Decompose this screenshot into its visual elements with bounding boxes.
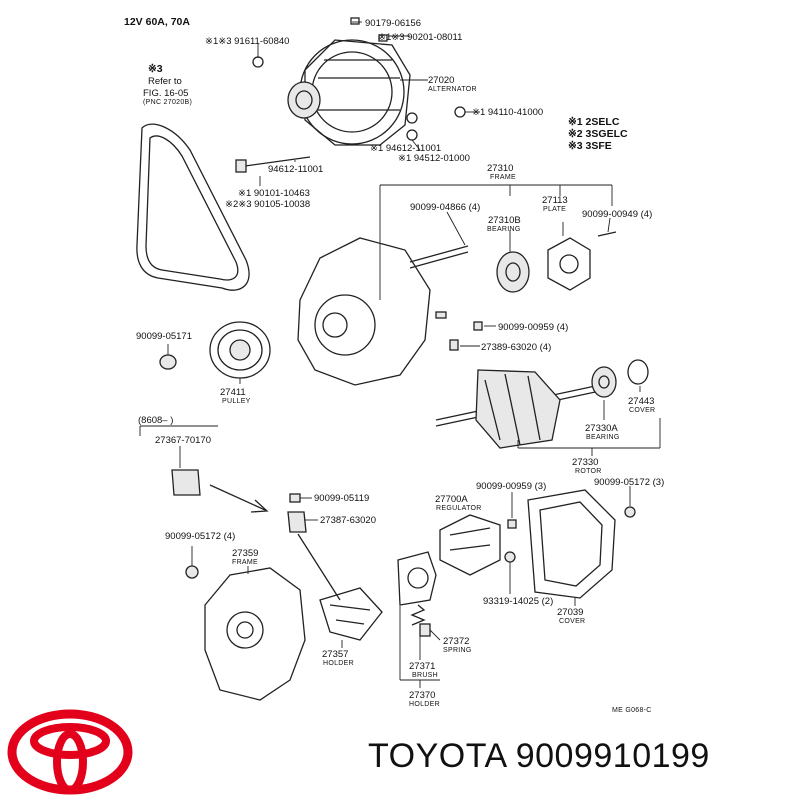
label-27357-name: HOLDER xyxy=(323,660,354,667)
label-27310-num: 27310 xyxy=(487,163,513,174)
label-27113-name: PLATE xyxy=(543,206,566,213)
label-90099-00949: 90099-00949 (4) xyxy=(582,209,652,220)
label-90099-05119: 90099-05119 xyxy=(314,493,369,504)
legend-item-1: ※1 2SELC xyxy=(568,116,620,128)
label-27370-num: 27370 xyxy=(409,690,435,701)
rear-cover-drawing xyxy=(527,486,636,606)
label-94612-11001-a: ※1 94612-11001 xyxy=(370,143,441,154)
label-27359-num: 27359 xyxy=(232,548,258,559)
top-leader-lines xyxy=(257,21,480,186)
label-90099-04866: 90099-04866 (4) xyxy=(410,202,480,213)
label-27359-name: FRAME xyxy=(232,559,258,566)
footer-caption: TOYOTA 9009910199 xyxy=(368,737,710,776)
label-27330-name: ROTOR xyxy=(575,468,602,475)
label-94612-11001-b: 94612-11001 xyxy=(268,164,323,175)
label-27330A-num: 27330A xyxy=(585,423,618,434)
figure-code: ME G068-C xyxy=(612,707,652,714)
label-27020-num: 27020 xyxy=(428,75,454,86)
label-93319-14025: 93319-14025 (2) xyxy=(483,596,553,607)
label-90101-10463: ※1 90101-10463 xyxy=(238,188,310,199)
rotor-bracket xyxy=(517,418,661,456)
label-91611-60840: ※1※3 91611-60840 xyxy=(205,36,289,47)
label-90099-00959-3: 90099-00959 (3) xyxy=(476,481,546,492)
label-90099-05171: 90099-05171 xyxy=(136,331,192,342)
alternator-assembly-drawing xyxy=(235,17,466,173)
label-27389-63020: 27389-63020 (4) xyxy=(481,342,551,353)
brush-holder-27370-drawing xyxy=(397,551,441,660)
label-27310B-num: 27310B xyxy=(488,215,521,226)
label-27700A-num: 27700A xyxy=(435,494,468,505)
label-27387-63020: 27387-63020 xyxy=(320,515,376,526)
label-27443-num: 27443 xyxy=(628,396,654,407)
label-90179-06156: 90179-06156 xyxy=(365,18,421,29)
label-27372-num: 27372 xyxy=(443,636,469,647)
label-27411-num: 27411 xyxy=(220,387,246,398)
label-94110-41000: ※1 94110-41000 xyxy=(472,107,543,118)
note-line-4: (PNC 27020B) xyxy=(143,99,192,106)
label-90099-05172-4: 90099-05172 (4) xyxy=(165,531,235,542)
label-90099-00959-4: 90099-00959 (4) xyxy=(498,322,568,333)
label-27020-name: ALTERNATOR xyxy=(428,86,477,93)
toyota-logo-icon xyxy=(7,709,133,795)
label-27357-num: 27357 xyxy=(322,649,348,660)
insulator-drawing xyxy=(139,425,269,513)
part-number: 9009910199 xyxy=(515,737,710,775)
label-27367-70170: 27367-70170 xyxy=(155,435,211,446)
label-27310-name: FRAME xyxy=(490,174,516,181)
holder-terminal-drawing xyxy=(287,493,341,601)
note-line-3: FIG. 16-05 xyxy=(143,88,188,99)
rear-frame-drawing xyxy=(185,546,306,701)
label-27330A-name: BEARING xyxy=(586,434,620,441)
note-line-1: ※3 xyxy=(148,63,163,75)
label-90099-05172-3: 90099-05172 (3) xyxy=(594,477,664,488)
drive-belt-drawing xyxy=(136,123,250,291)
label-27371-num: 27371 xyxy=(409,661,435,672)
label-94512-01000: ※1 94512-01000 xyxy=(398,153,470,164)
label-27113-num: 27113 xyxy=(542,195,568,206)
label-27310B-name: BEARING xyxy=(487,226,521,233)
label-27330-num: 27330 xyxy=(572,457,598,468)
rotor-drawing xyxy=(435,359,649,449)
frame-leader-lines xyxy=(446,211,611,347)
label-90201-08011: ※1※3 90201-08011 xyxy=(378,32,462,43)
label-27411-name: PULLEY xyxy=(222,398,251,405)
label-27443-name: COVER xyxy=(629,407,655,414)
brand-name: TOYOTA xyxy=(368,737,506,775)
brush-holder-27357-drawing xyxy=(319,587,383,648)
label-90105-10038: ※2※3 90105-10038 xyxy=(225,199,310,210)
label-27039-name: COVER xyxy=(559,618,585,625)
label-27372-name: SPRING xyxy=(443,647,472,654)
regulator-drawing xyxy=(439,492,517,594)
frame-group-bracket xyxy=(379,184,613,300)
pulley-drawing xyxy=(159,321,271,384)
note-line-2: Refer to xyxy=(148,76,182,87)
label-27039-num: 27039 xyxy=(557,607,583,618)
label-27371-name: BRUSH xyxy=(412,672,438,679)
label-27370-name: HOLDER xyxy=(409,701,440,708)
spec-header: 12V 60A, 70A xyxy=(124,16,190,28)
frame-27310-drawing xyxy=(297,231,617,386)
label-8608-range: (8608– ) xyxy=(138,415,173,426)
label-27700A-name: REGULATOR xyxy=(436,505,482,512)
holder-bracket xyxy=(399,606,440,688)
legend-item-2: ※2 3SGELC xyxy=(568,128,628,140)
legend-item-3: ※3 3SFE xyxy=(568,140,612,152)
